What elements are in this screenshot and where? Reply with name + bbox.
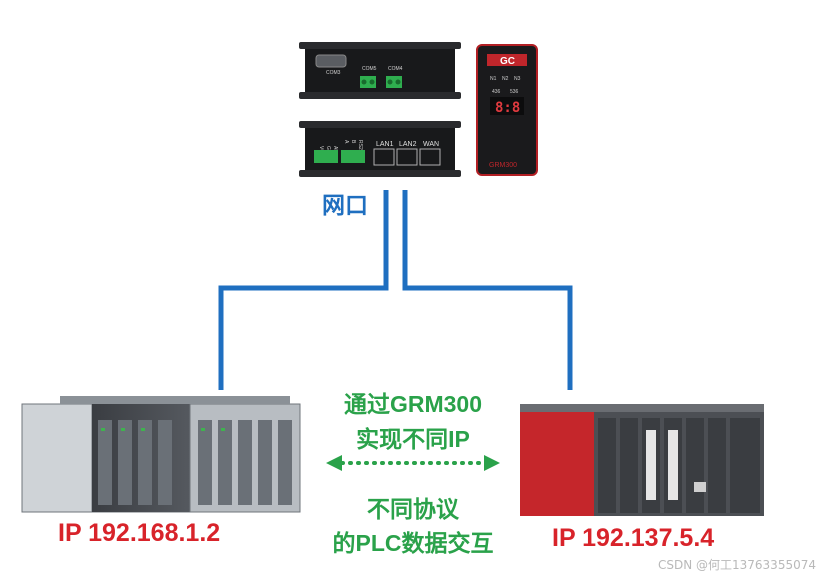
com5-terminal-icon	[360, 76, 376, 88]
indicator-536: 536	[510, 89, 519, 95]
grm300-module: GC N1 N2 N3 436 536 8:8 GRM300	[476, 44, 538, 176]
lan1-port-icon	[373, 148, 395, 166]
lan2-port-icon	[396, 148, 418, 166]
right-plc-rack	[520, 404, 764, 516]
left-plc-rack	[21, 396, 301, 513]
network-wires	[218, 190, 573, 390]
caption-line-4: 的PLC数据交互	[332, 530, 494, 556]
module-model-label: GRM300	[489, 162, 517, 169]
wire-right	[402, 190, 573, 390]
power-label-b: B	[350, 140, 356, 144]
wire-left	[218, 190, 389, 390]
network-port-label: 网口	[322, 192, 368, 218]
arrow-right-head	[484, 455, 500, 471]
port-label-lan2: LAN2	[399, 141, 417, 148]
indicator-n2: N2	[502, 76, 509, 82]
port-label-com4: COM4	[388, 66, 403, 72]
right-plc-ip: IP 192.137.5.4	[552, 524, 715, 552]
indicator-436: 436	[492, 89, 501, 95]
port-label-com3: COM3	[326, 70, 341, 76]
indicator-n1: N1	[490, 76, 497, 82]
com4-terminal-icon	[386, 76, 402, 88]
wan-port-icon	[419, 148, 441, 166]
com3-port-icon	[315, 54, 347, 68]
power-label-rs2: RS2	[357, 140, 363, 150]
left-plc-ip: IP 192.168.1.2	[58, 519, 221, 547]
port-label-com5: COM5	[362, 66, 377, 72]
gateway-top-unit: COM3 COM5 COM4	[299, 42, 461, 99]
watermark: CSDN @何工13763355074	[657, 558, 816, 572]
module-logo: GC	[500, 56, 515, 67]
port-label-wan: WAN	[423, 141, 439, 148]
bidirectional-arrow	[326, 455, 500, 471]
caption-line-1: 通过GRM300	[343, 391, 483, 417]
caption-line-3: 不同协议	[367, 496, 459, 522]
port-label-lan1: LAN1	[376, 141, 394, 148]
power-label-a: A	[343, 140, 349, 144]
power-terminal-icon	[314, 150, 338, 163]
module-display: 8:8	[495, 100, 520, 116]
arrow-left-head	[326, 455, 342, 471]
indicator-n3: N3	[514, 76, 521, 82]
caption-line-2: 实现不同IP	[356, 426, 470, 452]
gateway-bottom-unit: VCC GND AUX A B RS2 LAN1 LAN2 WAN	[299, 121, 461, 177]
rs485-terminal-icon	[341, 150, 365, 163]
